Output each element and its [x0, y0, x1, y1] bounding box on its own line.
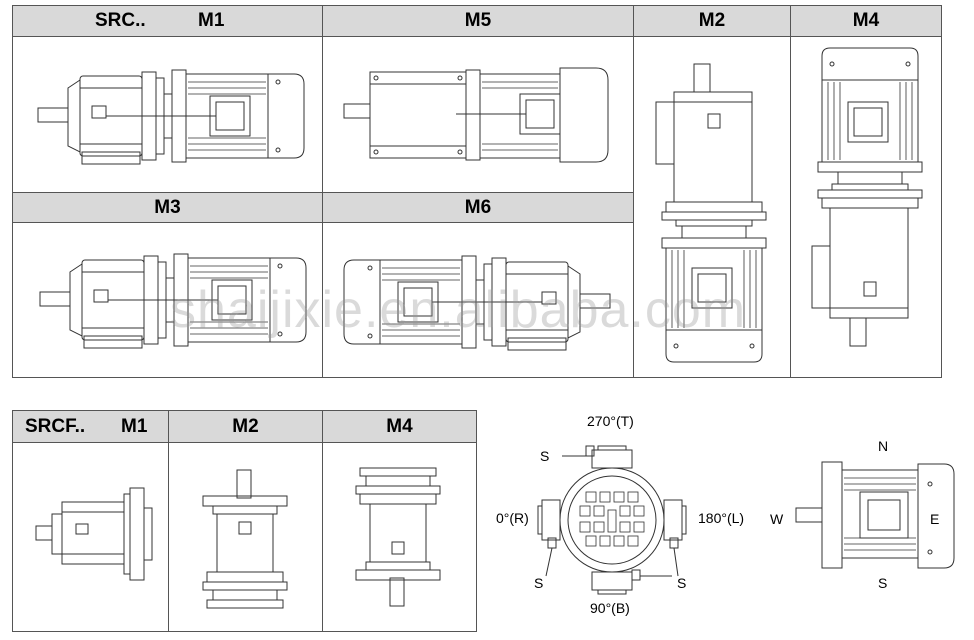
header-m4: M4: [790, 5, 942, 37]
header-srcf-m4: M4: [322, 410, 477, 443]
header-srcf-m1: SRCF.. M1: [12, 410, 169, 443]
mount-label-m2: M2: [698, 10, 726, 31]
label-0-left: 0°(R): [496, 510, 529, 526]
label-s-bottom-right: S: [677, 575, 687, 591]
orientation-motor-diagram: [795, 461, 955, 569]
mount-label-m3: M3: [154, 196, 181, 218]
mount-label-m1: M1: [198, 10, 225, 31]
label-180-right: 180°(L): [698, 510, 745, 526]
motor-drawing-src-m1: [37, 69, 305, 165]
series-label-srcf: SRCF..: [25, 415, 86, 437]
cell-m4: [790, 36, 942, 378]
mount-label-m4: M4: [852, 10, 880, 31]
header-srcf-m2: M2: [168, 410, 323, 443]
series-label-src: SRC..: [95, 10, 146, 31]
watermark-text: shaijixie.en.alibaba.com: [170, 281, 747, 339]
motor-drawing-src-m4: [811, 47, 923, 347]
label-s-bottom-left: S: [534, 575, 544, 591]
top-table: [12, 5, 942, 378]
cell-m6: [322, 222, 634, 378]
label-south: S: [878, 575, 888, 591]
header-src-m1: SRC.. M1: [12, 5, 323, 37]
mount-label-srcf-m1: M1: [121, 415, 148, 437]
mount-label-srcf-m4: M4: [386, 415, 413, 437]
motor-drawing-srcf-m2: [202, 469, 288, 609]
motor-drawing-srcf-m4: [355, 467, 441, 607]
terminal-box-diagram: [537, 445, 687, 595]
cell-srcf-m4: [322, 442, 477, 632]
header-m5: M5: [322, 5, 634, 37]
mount-label-m6: M6: [464, 196, 492, 218]
mount-label-m5: M5: [464, 10, 492, 31]
label-west: W: [770, 511, 784, 527]
label-s-top-left: S: [540, 448, 550, 464]
label-east: E: [930, 511, 940, 527]
motor-drawing-srcf-m1: [35, 487, 153, 581]
label-north: N: [878, 438, 889, 454]
mount-label-srcf-m2: M2: [232, 415, 259, 437]
motor-drawing-src-m5: [343, 67, 609, 163]
label-90-bottom: 90°(B): [590, 600, 630, 616]
label-270-top: 270°(T): [587, 413, 634, 429]
